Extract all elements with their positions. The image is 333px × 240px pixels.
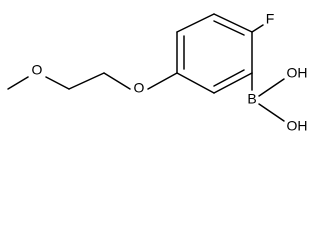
c-f-bond (251, 24, 264, 33)
ch2-ch2-bond (68, 72, 105, 90)
hydroxyl-bottom-label: OH (287, 118, 308, 134)
b-oh-top-bond (258, 78, 285, 97)
ring-double-bond-top (213, 20, 245, 36)
ring-bond-top (213, 13, 253, 33)
o-ch2-bond (103, 72, 131, 90)
ring-double-bond-lower-right (213, 69, 245, 87)
structure-canvas: F B OH OH O O (7, 10, 308, 134)
chemical-structure-diagram: F B OH OH O O (7, 11, 308, 134)
ring-bond-top-left (176, 13, 215, 33)
ch2-o-bond (45, 76, 70, 90)
fluorine-atom-label: F (266, 11, 275, 27)
o-ch3-bond (7, 76, 29, 90)
b-oh-bottom-bond (258, 103, 285, 122)
ring-bond-bottom (176, 72, 215, 94)
ring-o-bond (147, 72, 178, 90)
hydroxyl-top-label: OH (287, 65, 308, 81)
ether-oxygen-2-label: O (32, 62, 43, 78)
boron-atom-label: B (247, 91, 256, 107)
ether-oxygen-1-label: O (134, 80, 145, 96)
ring-bond-right-lower (213, 72, 253, 94)
